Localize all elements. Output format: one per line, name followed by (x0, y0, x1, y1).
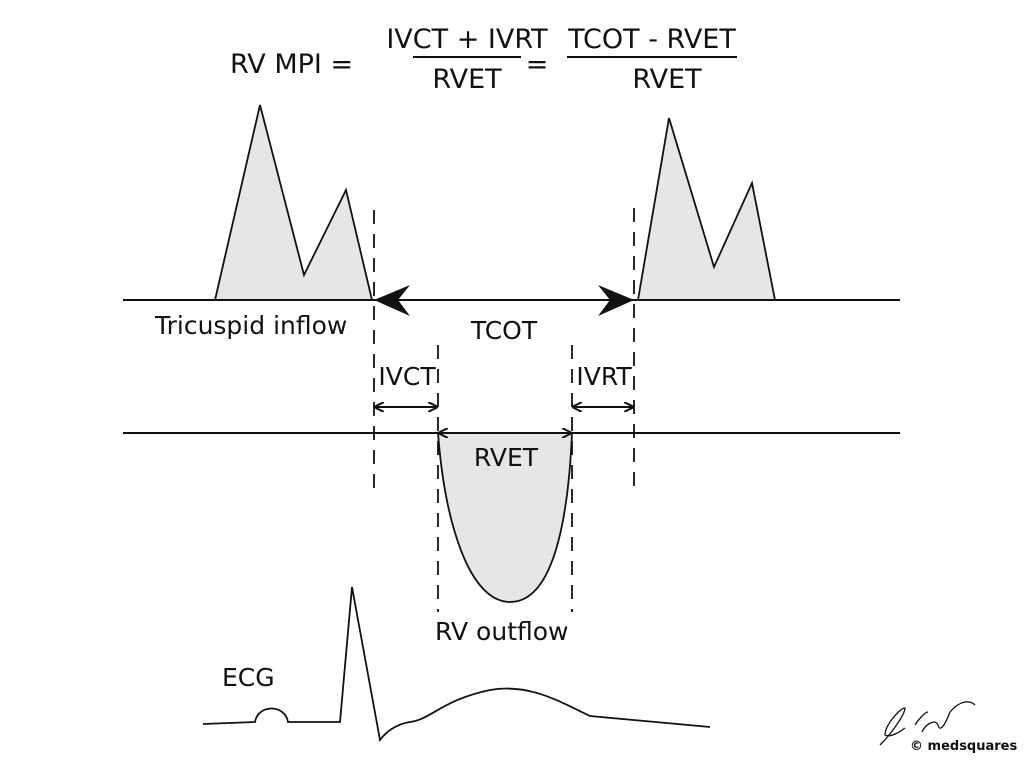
label-tricuspid-inflow: Tricuspid inflow (154, 311, 347, 340)
formula-lhs: RV MPI = (230, 49, 353, 80)
label-ivct: IVCT (378, 362, 436, 391)
label-ivrt: IVRT (576, 362, 632, 391)
formula-equals: = (526, 49, 549, 80)
tricuspid-inflow-peak-right (636, 117, 777, 301)
label-rv-outflow: RV outflow (435, 617, 568, 646)
tcot-arrowhead-left (374, 285, 410, 316)
label-ecg: ECG (222, 663, 275, 692)
tcot-arrowhead-right (598, 285, 634, 316)
logo-text: © medsquares (910, 739, 1017, 754)
formula-frac2-numerator: TCOT - RVET (567, 24, 736, 55)
timing-guides (373, 208, 635, 612)
formula-frac1-denominator: RVET (432, 64, 502, 95)
medsquares-logo: © medsquares (879, 701, 1017, 754)
ecg-trace (202, 586, 711, 743)
label-tcot: TCOT (470, 316, 538, 345)
rv-outflow-wave (437, 432, 573, 603)
formula-frac1-numerator: IVCT + IVRT (386, 24, 548, 55)
signature-icon (879, 701, 976, 746)
formula-frac2-denominator: RVET (632, 64, 702, 95)
label-rvet: RVET (474, 443, 539, 472)
tricuspid-inflow-peak-left (213, 104, 374, 301)
